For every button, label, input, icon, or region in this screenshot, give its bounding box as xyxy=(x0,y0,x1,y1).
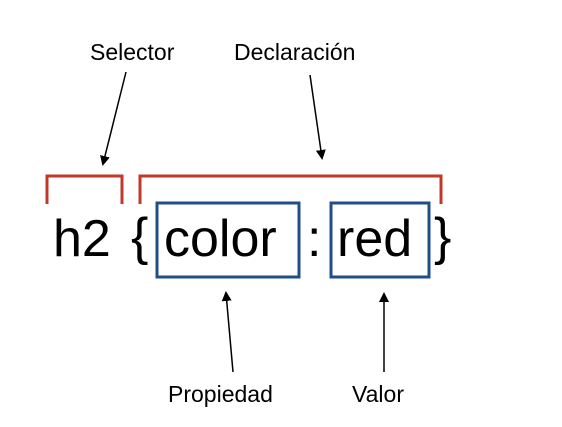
code-open-brace: { xyxy=(131,208,149,266)
code-close-brace: } xyxy=(434,208,452,266)
code-value: red xyxy=(337,210,413,268)
code-property: color xyxy=(164,210,277,268)
value-box xyxy=(329,201,431,279)
property-box xyxy=(155,201,301,279)
value-label: Valor xyxy=(352,381,404,407)
selector-bracket xyxy=(45,174,124,204)
code-colon: : xyxy=(307,210,322,268)
declaration-bracket xyxy=(138,174,443,204)
selector-arrow xyxy=(100,71,127,166)
property-label: Propiedad xyxy=(168,381,273,407)
selector-label: Selector xyxy=(90,39,175,65)
declaration-label: Declaración xyxy=(234,39,356,65)
code-selector: h2 xyxy=(53,210,111,268)
declaration-arrow xyxy=(309,74,326,160)
property-arrow xyxy=(221,291,234,373)
